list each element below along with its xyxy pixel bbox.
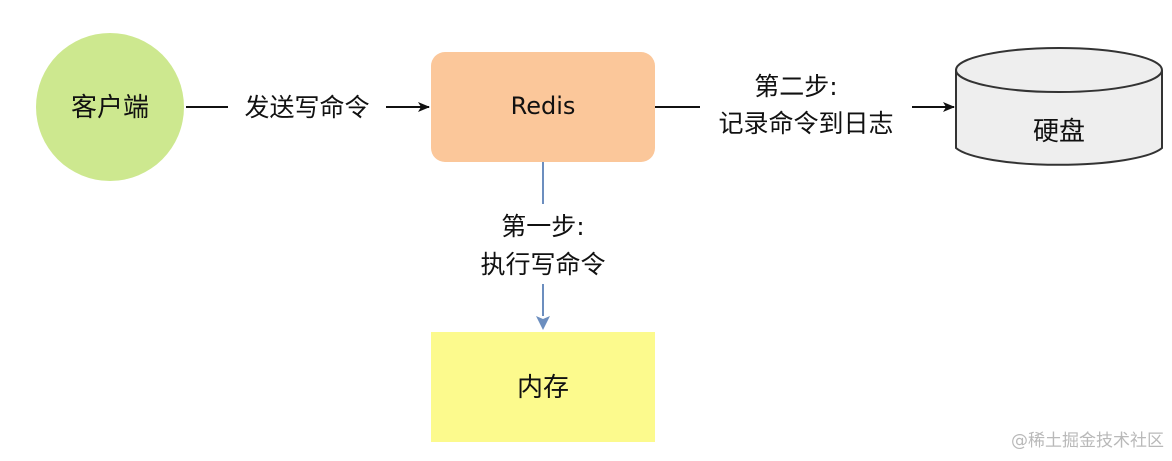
disk-node: 硬盘 (955, 47, 1163, 166)
disk-label: 硬盘 (1033, 117, 1085, 147)
step1-label-line1: 第一步: (501, 212, 584, 241)
memory-label: 内存 (517, 373, 569, 403)
disk-cylinder-top (955, 47, 1163, 93)
step2-label-line2: 记录命令到日志 (718, 109, 893, 138)
redis-node: Redis (431, 52, 655, 162)
memory-box (431, 332, 655, 442)
step1-edge: 第一步: 执行写命令 (480, 162, 606, 330)
memory-node: 内存 (431, 332, 655, 442)
client-label: 客户端 (71, 93, 149, 123)
send-command-label: 发送写命令 (244, 93, 369, 122)
redis-box (431, 52, 655, 162)
redis-label: Redis (511, 92, 576, 120)
send-command-edge: 发送写命令 (186, 93, 430, 122)
disk-cylinder-body (955, 70, 1163, 166)
client-node: 客户端 (36, 33, 184, 181)
watermark-text: @稀土掘金技术社区 (1011, 431, 1164, 451)
step1-arrowhead (536, 316, 550, 330)
step1-label-line2: 执行写命令 (480, 250, 605, 279)
step2-edge: 第二步: 记录命令到日志 (655, 72, 955, 138)
client-circle (36, 33, 184, 181)
step2-label-line1: 第二步: (754, 72, 837, 101)
